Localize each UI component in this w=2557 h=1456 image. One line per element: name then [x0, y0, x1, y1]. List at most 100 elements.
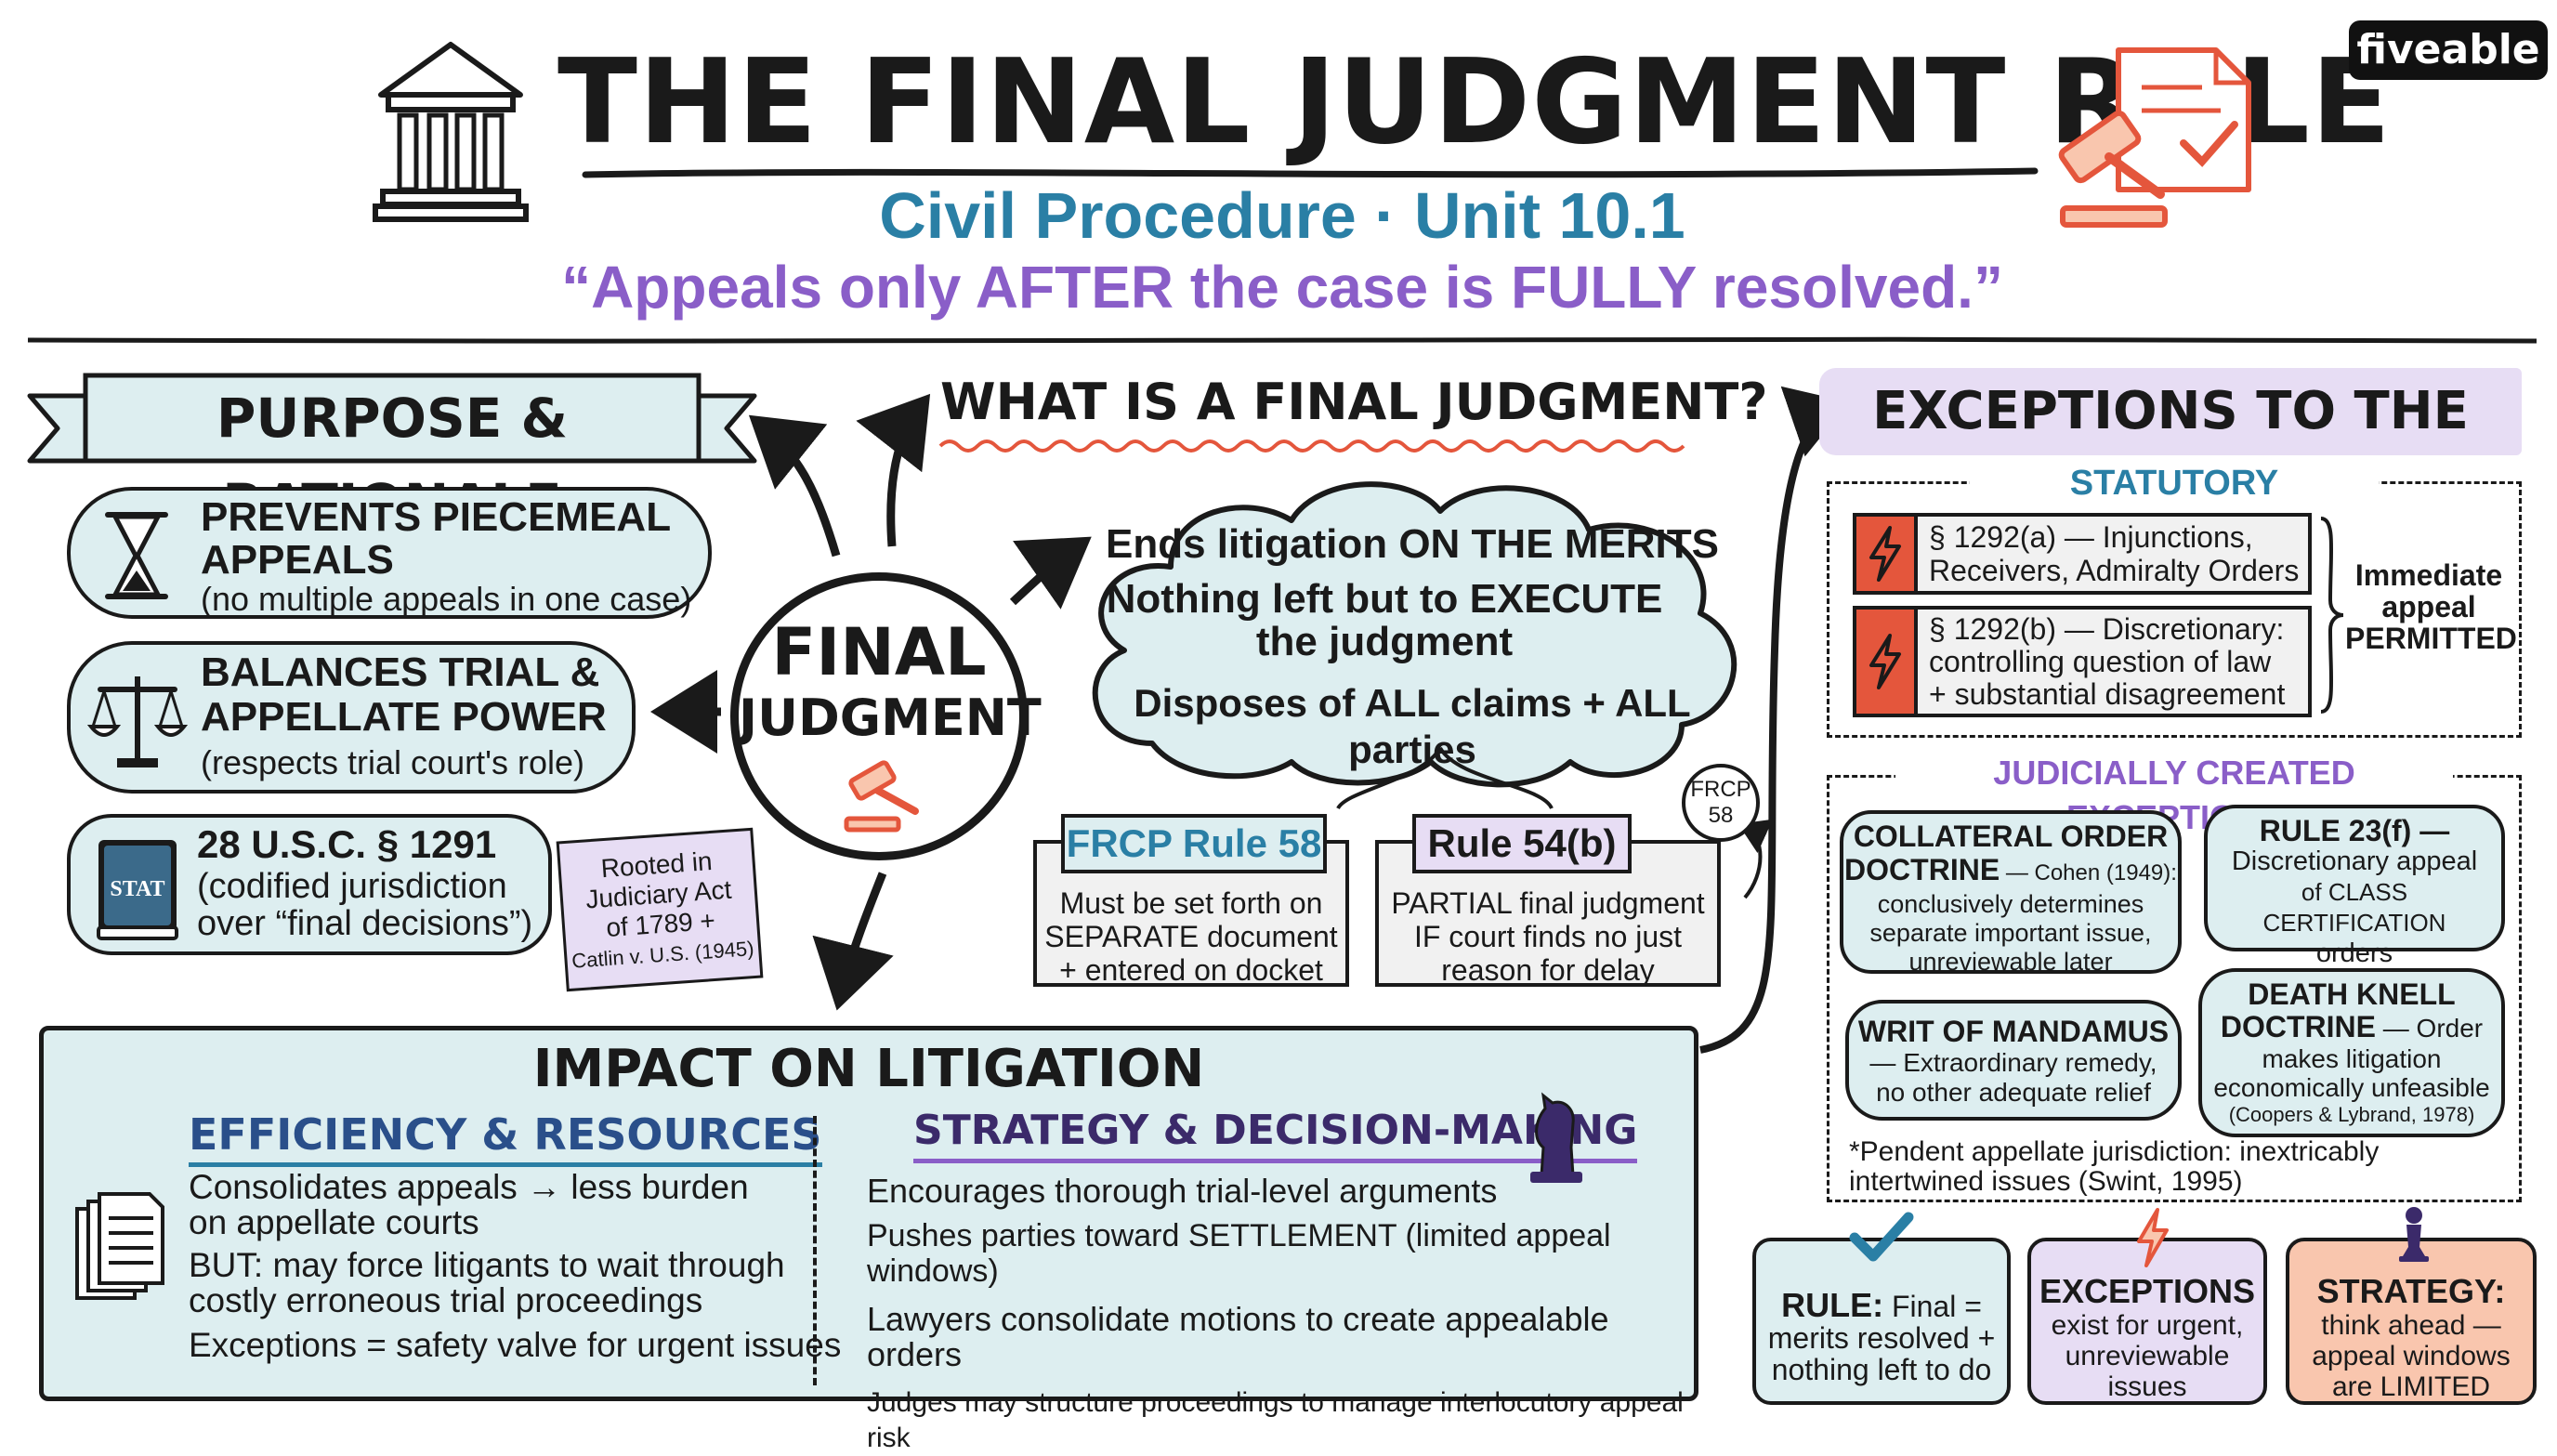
strategy-line2: Pushes parties toward SETTLEMENT (limite…: [867, 1218, 1611, 1289]
lightning-icon: [1869, 634, 1901, 689]
gavel-icon: [844, 760, 919, 833]
rule23-line2: Discretionary appeal: [2231, 846, 2478, 876]
mandamus-line1: WRIT OF MANDAMUS: [1857, 1015, 2170, 1048]
deathknell-line2b: — Order: [2375, 1014, 2484, 1043]
mandamus-card: WRIT OF MANDAMUS — Extraordinary remedy,…: [1845, 1000, 2182, 1121]
cloud-line1: Ends litigation ON THE MERITS: [1106, 521, 1719, 567]
lightning-icon: [1869, 526, 1901, 582]
cloud-line2: Nothing left but to EXECUTE: [1106, 576, 1663, 622]
statute-title: 28 U.S.C. § 1291: [197, 822, 497, 866]
summary-rule-label: RULE:: [1781, 1286, 1884, 1324]
cloud-line4: Disposes of ALL claims + ALL parties: [1134, 681, 1691, 771]
hub-line1: FINAL: [771, 614, 987, 690]
documents-icon: [75, 1192, 164, 1300]
collateral-order-card: COLLATERAL ORDER DOCTRINE — Cohen (1949)…: [1840, 810, 2182, 976]
fiveable-logo: fiveable: [2349, 20, 2548, 80]
summary-exc-line1: EXCEPTIONS: [2039, 1272, 2256, 1310]
efficiency-line1: Consolidates appeals → less burden: [189, 1168, 749, 1206]
mandamus-line3: no other adequate relief: [1876, 1078, 2151, 1107]
rule58-tab: FRCP Rule 58: [1061, 814, 1327, 873]
purpose-item-piecemeal: PREVENTS PIECEMEAL APPEALS (no multiple …: [67, 487, 712, 619]
piecemeal-title: PREVENTS PIECEMEAL: [201, 494, 672, 540]
rule58-line1: Must be set forth on: [1059, 886, 1323, 920]
checkmark-icon: [1849, 1212, 1914, 1262]
summary-exc-line3: unreviewable: [2065, 1341, 2230, 1371]
frcp-badge-line1: FRCP: [1690, 777, 1751, 802]
summary-rule-line3: nothing left to do: [1771, 1353, 1992, 1386]
rule54-line3: reason for delay: [1441, 953, 1655, 987]
rule23f-card: RULE 23(f) — Discretionary appeal of CLA…: [2204, 805, 2505, 968]
collateral-line2b: — Cohen (1949):: [2000, 860, 2177, 885]
collateral-line2a: DOCTRINE: [1844, 853, 2000, 886]
collateral-line4: separate important issue,: [1869, 919, 2152, 947]
rule58-line2: SEPARATE document: [1044, 920, 1338, 953]
deathknell-line3: makes litigation: [2262, 1044, 2442, 1073]
deathknell-line4: economically unfeasible: [2213, 1073, 2490, 1102]
purpose-item-balance: BALANCES TRIAL & APPELLATE POWER (respec…: [67, 641, 636, 794]
statutory-brace: [2320, 517, 2344, 714]
definition-cloud: [1092, 481, 1737, 810]
deathknell-line1: DEATH KNELL: [2248, 977, 2456, 1011]
statute-line2: (codified jurisdiction: [197, 867, 507, 906]
header-divider: [27, 336, 2537, 344]
tagline: “Appeals only AFTER the case is FULLY re…: [561, 254, 2003, 321]
death-knell-card: DEATH KNELL DOCTRINE — Order makes litig…: [2198, 968, 2505, 1137]
impact-column-divider: [813, 1116, 817, 1385]
rule58-line3: + entered on docket: [1059, 953, 1323, 987]
mandamus-line2: — Extraordinary remedy,: [1869, 1048, 2157, 1077]
deathknell-line5: (Coopers & Lybrand, 1978): [2228, 1103, 2475, 1126]
immediate-line1: Immediate: [2354, 558, 2503, 592]
statute-book-icon: STAT: [97, 840, 178, 940]
collateral-line3: conclusively determines: [1877, 890, 2144, 918]
strategy-line1: Encourages thorough trial-level argument…: [867, 1172, 1498, 1210]
hub-line2: JUDGMENT: [739, 689, 1042, 747]
lightning-icon: [2137, 1208, 2169, 1267]
piecemeal-detail: (no multiple appeals in one case): [201, 580, 692, 618]
rule54-line1: PARTIAL final judgment: [1391, 886, 1705, 920]
rule23-line3: of CLASS CERTIFICATION: [2262, 878, 2446, 937]
1292a-line2: Receivers, Admiralty Orders: [1929, 554, 2300, 587]
summary-exc-line4: issues: [2107, 1371, 2187, 1402]
chess-knight-icon: [1530, 1092, 1582, 1183]
1292b-line1: § 1292(b) — Discretionary:: [1929, 612, 2285, 646]
summary-strat-line3: appeal windows: [2312, 1341, 2511, 1371]
summary-strat-line4: are LIMITED: [2331, 1371, 2491, 1402]
cloud-line3: the judgment: [1255, 619, 1514, 664]
1292b-line3: + substantial disagreement: [1929, 677, 2286, 711]
summary-rule-text: Final =: [1883, 1290, 1982, 1323]
immediate-line2: appeal: [2381, 590, 2476, 623]
efficiency-heading: EFFICIENCY & RESOURCES: [189, 1107, 822, 1167]
definition-underline: [938, 439, 1685, 453]
purpose-banner-ribbon: [27, 373, 757, 464]
efficiency-line2: on appellate courts: [189, 1203, 479, 1241]
deathknell-line2a: DOCTRINE: [2220, 1010, 2376, 1043]
strategy-line3: Lawyers consolidate motions to create ap…: [867, 1300, 1609, 1373]
statute-line3: over “final decisions”): [197, 904, 533, 943]
courthouse-icon: [373, 42, 529, 222]
balance-title-2: APPELLATE POWER: [201, 694, 607, 740]
frcp58-badge: FRCP 58: [1682, 764, 1760, 842]
exceptions-heading-banner: EXCEPTIONS TO THE RULE: [1819, 368, 2522, 529]
pendent-footnote-2: intertwined issues (Swint, 1995): [1849, 1166, 2243, 1197]
chess-pawn-icon: [2399, 1207, 2429, 1262]
immediate-line3: PERMITTED: [2345, 622, 2517, 655]
title-underline: [582, 167, 2039, 178]
statute-book-label: STAT: [110, 877, 164, 901]
strategy-line4: Judges may structure proceedings to mana…: [867, 1387, 1684, 1453]
impact-heading: IMPACT ON LITIGATION: [532, 1039, 1205, 1099]
1292a-line1: § 1292(a) — Injunctions,: [1929, 520, 2253, 554]
balance-detail: (respects trial court's role): [201, 743, 584, 781]
rule54-tab: Rule 54(b): [1412, 814, 1632, 873]
summary-strat-line2: think ahead —: [2321, 1310, 2501, 1341]
rule54-line2: IF court finds no just: [1413, 920, 1683, 953]
purpose-item-statute: STAT 28 U.S.C. § 1291 (codified jurisdic…: [67, 814, 552, 955]
scales-icon: [86, 676, 189, 767]
rule23-line1: RULE 23(f) —: [2259, 814, 2450, 847]
pendent-footnote-1: *Pendent appellate jurisdiction: inextri…: [1849, 1136, 2380, 1167]
page-subtitle: Civil Procedure · Unit 10.1: [879, 179, 1685, 252]
gavel-document-icon: [2058, 47, 2251, 228]
hourglass-icon: [105, 512, 168, 599]
balance-title: BALANCES TRIAL &: [201, 649, 600, 695]
statutory-item-1292a: § 1292(a) — Injunctions, Receivers, Admi…: [1853, 513, 2312, 595]
